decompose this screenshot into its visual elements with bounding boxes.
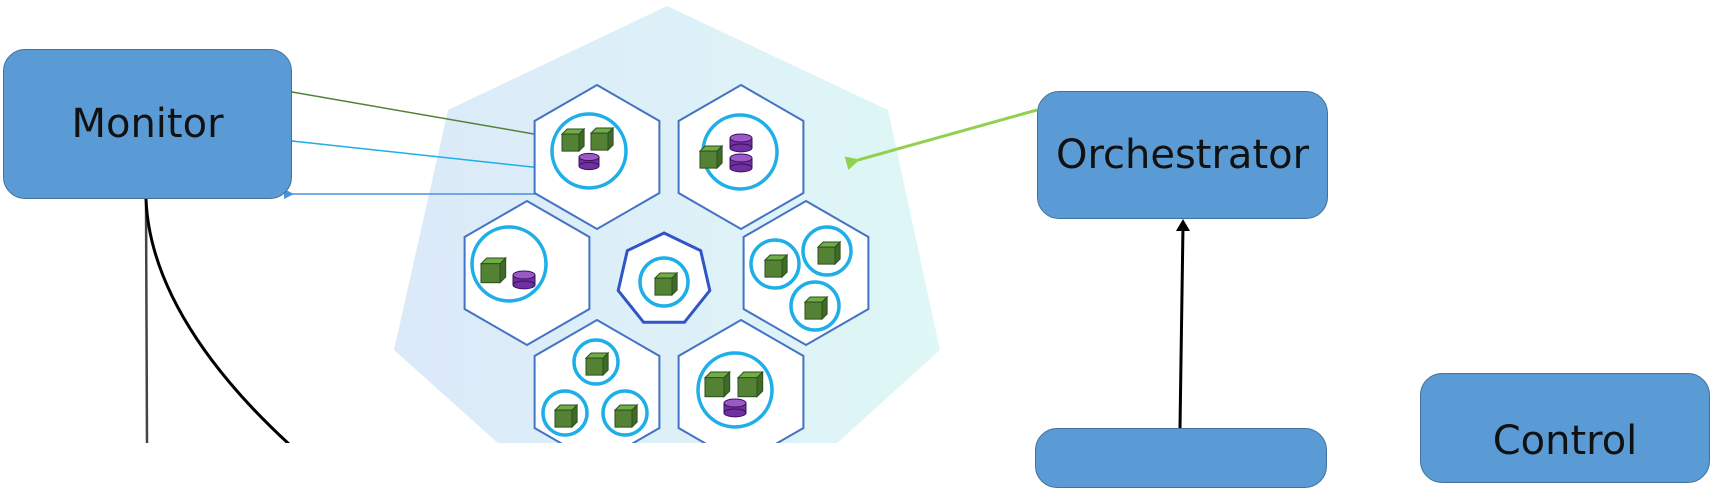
container-cube-icon xyxy=(804,301,823,320)
arrow-up-head xyxy=(1176,219,1190,231)
arrow-pod-to-monitor-green xyxy=(283,85,558,139)
container-cube-icon xyxy=(585,357,604,376)
arrow-orchestrator-to-cluster xyxy=(844,108,1038,170)
volume-cylinder-icon xyxy=(723,398,747,408)
volume-cylinder-icon xyxy=(578,152,600,162)
container-cube-icon xyxy=(590,132,609,151)
monitor-box: Monitor xyxy=(3,49,292,199)
control-label: Control xyxy=(1492,418,1638,464)
control-box: Control xyxy=(1420,373,1710,483)
container-cube-icon xyxy=(480,263,501,284)
volume-cylinder-icon xyxy=(729,163,753,173)
cluster-heptagon-icon xyxy=(394,6,940,443)
volume-cylinder-icon xyxy=(578,161,600,171)
volume-cylinder-icon xyxy=(512,270,536,280)
monitor-link-straight xyxy=(144,198,149,443)
container-cube-icon xyxy=(699,150,718,169)
container-cube-icon xyxy=(554,409,573,428)
orchestrator-label: Orchestrator xyxy=(1055,132,1310,178)
container-cube-icon xyxy=(704,377,725,398)
partial-bottom-box xyxy=(1035,428,1327,488)
architecture-diagram xyxy=(144,6,1190,443)
volume-cylinder-icon xyxy=(729,133,753,143)
volume-cylinder-icon xyxy=(729,153,753,163)
monitor-link-curve xyxy=(144,198,291,443)
container-cube-icon xyxy=(817,246,836,265)
container-cube-icon xyxy=(614,409,633,428)
container-cube-icon xyxy=(737,377,758,398)
volume-cylinder-icon xyxy=(729,143,753,153)
volume-cylinder-icon xyxy=(512,280,536,290)
arrow-up-to-orchestrator xyxy=(1178,225,1185,429)
container-cube-icon xyxy=(764,259,783,278)
arrow-pod-to-monitor-cyan xyxy=(283,135,561,171)
container-cube-icon xyxy=(561,133,580,152)
monitor-label: Monitor xyxy=(71,101,224,147)
volume-cylinder-icon xyxy=(723,408,747,418)
container-cube-icon xyxy=(654,277,673,296)
orchestrator-box: Orchestrator xyxy=(1037,91,1328,219)
